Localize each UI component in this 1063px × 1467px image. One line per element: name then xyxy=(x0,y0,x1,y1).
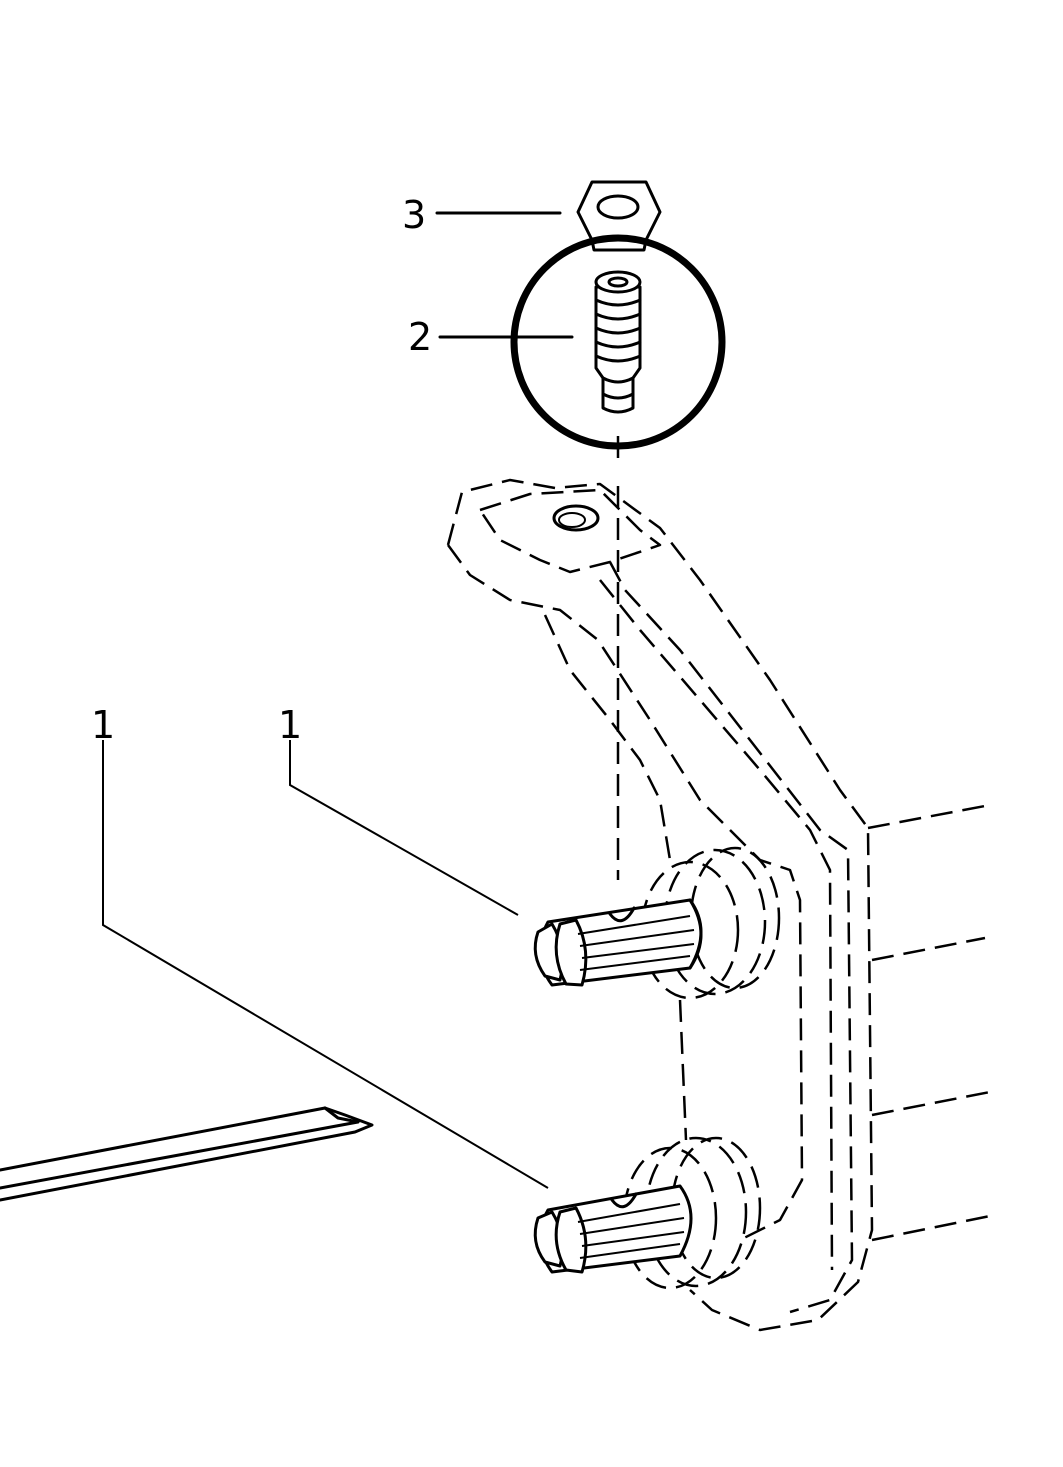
callout-label-1-lower: 1 xyxy=(91,703,115,747)
splined-shaft-part-1-upper xyxy=(533,898,703,987)
bracket-phantom xyxy=(446,478,874,1332)
bracket-hole xyxy=(552,504,600,532)
panel-edge-lines xyxy=(867,804,991,1242)
splined-shaft-part-1-lower xyxy=(533,1184,693,1274)
rod-bar xyxy=(0,1106,374,1202)
leader-line-1-upper xyxy=(289,740,519,916)
callout-label-2: 2 xyxy=(408,315,432,359)
hex-nut-part-3 xyxy=(576,180,662,252)
callout-label-3: 3 xyxy=(402,193,426,237)
leader-lines xyxy=(102,211,574,1189)
callout-label-1-upper: 1 xyxy=(278,703,302,747)
leader-line-1-lower xyxy=(102,740,549,1189)
threaded-stud-part-2 xyxy=(594,270,642,414)
